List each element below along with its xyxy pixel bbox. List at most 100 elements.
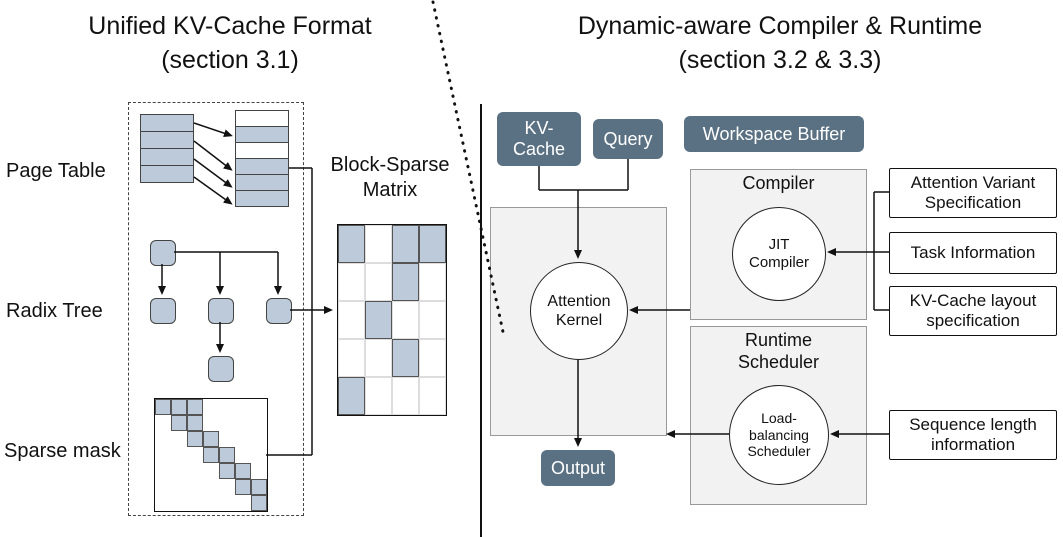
attention-variant-spec-line1: Attention Variant	[910, 172, 1036, 192]
load-balancing-line3: Scheduler	[747, 443, 811, 460]
page-table-block-row	[235, 110, 289, 127]
block-sparse-cell	[365, 339, 392, 377]
runtime-scheduler-panel-label: Runtime Scheduler	[691, 330, 866, 373]
output-box-label: Output	[550, 457, 606, 478]
kv-cache-layout-spec-line1: KV-Cache layout	[909, 290, 1037, 310]
kv-cache-layout-spec-line2: specification	[926, 311, 1020, 330]
sparse-mask-label: Sparse mask	[4, 440, 121, 462]
left-section-subtitle: (section 3.1)	[161, 46, 299, 74]
radix-root-node	[150, 240, 176, 266]
jit-compiler-line2: Compiler	[748, 254, 809, 271]
block-sparse-cell	[392, 301, 419, 339]
jit-compiler-circle: JIT Compiler	[732, 207, 826, 301]
sparse-mask-cell	[203, 431, 219, 447]
page-table-pages-stack	[140, 114, 194, 183]
sparse-mask-cell	[235, 415, 251, 431]
sparse-mask-cell	[251, 447, 267, 463]
sparse-mask-cell	[251, 415, 267, 431]
block-sparse-cell	[365, 377, 392, 415]
sparse-mask-cell	[155, 431, 171, 447]
sparse-mask-cell	[155, 463, 171, 479]
sparse-mask-cell	[187, 479, 203, 495]
block-sparse-cell	[419, 263, 446, 301]
sparse-mask-cell	[155, 479, 171, 495]
workspace-buffer-box: Workspace Buffer	[684, 116, 864, 152]
block-sparse-cell	[338, 301, 365, 339]
block-sparse-cell	[392, 263, 419, 301]
radix-tree-label: Radix Tree	[6, 300, 103, 322]
page-table-page-row	[140, 114, 194, 132]
sparse-mask-cell	[187, 495, 203, 511]
attention-variant-spec-line2: Specification	[924, 193, 1022, 212]
sparse-mask-cell	[235, 495, 251, 511]
sparse-mask-cell	[171, 479, 187, 495]
sparse-mask-cell	[219, 447, 235, 463]
load-balancing-scheduler-circle: Load- balancing Scheduler	[729, 385, 829, 485]
sparse-mask-grid	[154, 398, 268, 512]
load-balancing-line1: Load-	[761, 409, 797, 426]
sparse-mask-cell	[203, 447, 219, 463]
page-table-page-row	[140, 148, 194, 166]
sparse-mask-cell	[235, 479, 251, 495]
kv-cache-box-line2: Cache	[512, 139, 566, 159]
sparse-mask-cell	[187, 399, 203, 415]
query-box: Query	[593, 119, 663, 159]
sparse-mask-cell	[235, 447, 251, 463]
block-sparse-cell	[419, 301, 446, 339]
block-sparse-cell	[338, 225, 365, 263]
sparse-mask-cell	[155, 399, 171, 415]
attention-variant-spec-box: Attention Variant Specification	[889, 168, 1057, 218]
page-table-blocks-stack	[235, 110, 289, 207]
block-sparse-cell	[365, 263, 392, 301]
sparse-mask-cell	[187, 463, 203, 479]
sparse-mask-cell	[235, 463, 251, 479]
sparse-mask-cell	[235, 431, 251, 447]
attention-kernel-line1: Attention	[547, 292, 611, 310]
block-sparse-cell	[365, 301, 392, 339]
kv-formats-group-box	[128, 102, 304, 516]
page-table-block-row	[235, 142, 289, 159]
sparse-mask-cell	[235, 399, 251, 415]
sparse-mask-cell	[187, 447, 203, 463]
sparse-mask-cell	[187, 431, 203, 447]
task-information-label: Task Information	[910, 242, 1036, 262]
sparse-mask-cell	[171, 415, 187, 431]
block-sparse-cell	[392, 225, 419, 263]
sparse-mask-cell	[203, 463, 219, 479]
block-sparse-label-line2: Matrix	[362, 179, 418, 201]
sparse-mask-cell	[203, 399, 219, 415]
block-sparse-matrix-grid	[337, 224, 447, 416]
load-balancing-line2: balancing	[749, 426, 809, 443]
sparse-mask-cell	[187, 415, 203, 431]
sequence-length-info-line2: information	[930, 435, 1016, 454]
page-table-label: Page Table	[6, 160, 106, 182]
block-sparse-cell	[419, 225, 446, 263]
block-sparse-matrix-label: Block-Sparse Matrix	[316, 153, 464, 203]
kv-cache-box: KV- Cache	[497, 112, 581, 166]
sparse-mask-cell	[203, 479, 219, 495]
block-sparse-cell	[365, 225, 392, 263]
radix-child-node-1	[150, 298, 176, 324]
sparse-mask-cell	[155, 415, 171, 431]
workspace-buffer-label: Workspace Buffer	[702, 123, 846, 144]
compiler-panel: Compiler	[690, 169, 867, 320]
block-sparse-label-line1: Block-Sparse	[330, 154, 450, 176]
attention-kernel-circle: Attention Kernel	[530, 262, 628, 360]
page-table-block-row	[235, 190, 289, 207]
sparse-mask-cell	[171, 463, 187, 479]
sparse-mask-cell	[155, 495, 171, 511]
block-sparse-cell	[392, 339, 419, 377]
sparse-mask-cell	[203, 495, 219, 511]
attention-kernel-line2: Kernel	[555, 312, 603, 329]
sparse-mask-cell	[251, 431, 267, 447]
block-sparse-cell	[419, 339, 446, 377]
sparse-mask-cell	[171, 399, 187, 415]
sequence-length-info-box: Sequence length information	[889, 410, 1057, 460]
kv-cache-layout-spec-box: KV-Cache layout specification	[889, 286, 1057, 336]
sparse-mask-cell	[251, 399, 267, 415]
page-table-page-row	[140, 131, 194, 149]
sparse-mask-cell	[219, 495, 235, 511]
sparse-mask-cell	[203, 415, 219, 431]
radix-child-node-2	[208, 298, 234, 324]
